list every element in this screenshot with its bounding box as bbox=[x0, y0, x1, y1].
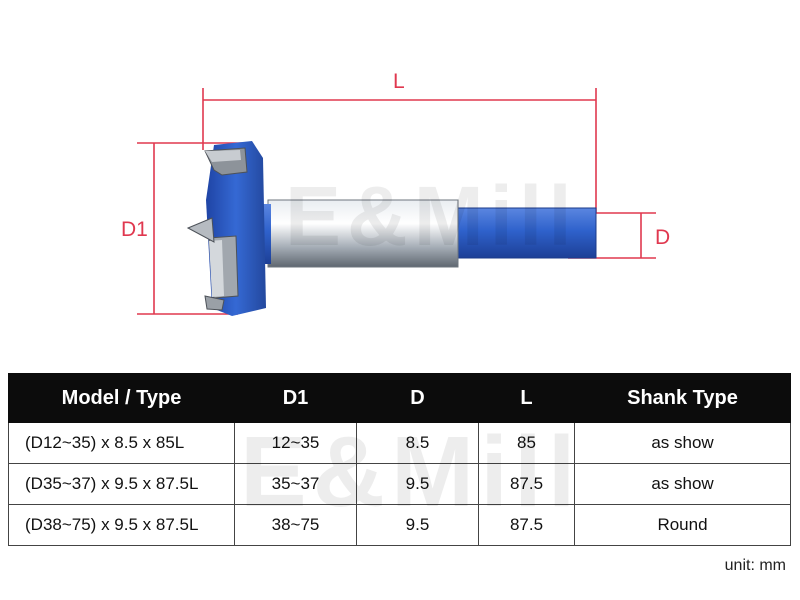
header-shank-type: Shank Type bbox=[574, 373, 791, 423]
table-row: (D35~37) x 9.5 x 87.5L 35~37 9.5 87.5 as… bbox=[8, 463, 791, 505]
cell-model: (D12~35) x 8.5 x 85L bbox=[8, 422, 235, 464]
label-L: L bbox=[393, 70, 405, 93]
spec-table: Model / Type D1 D L Shank Type (D12~35) … bbox=[8, 373, 791, 546]
label-D: D bbox=[655, 226, 671, 249]
dimension-D1 bbox=[137, 142, 252, 315]
table-row: (D38~75) x 9.5 x 87.5L 38~75 9.5 87.5 Ro… bbox=[8, 504, 791, 546]
cell-model: (D38~75) x 9.5 x 87.5L bbox=[8, 504, 235, 546]
cell-shank: as show bbox=[574, 463, 791, 505]
cutter-head bbox=[186, 141, 266, 316]
header-model-type: Model / Type bbox=[8, 373, 235, 423]
cell-d: 8.5 bbox=[356, 422, 479, 464]
header-l: L bbox=[478, 373, 575, 423]
shank-tail bbox=[451, 207, 597, 259]
table-header-row: Model / Type D1 D L Shank Type bbox=[8, 373, 791, 423]
cell-l: 87.5 bbox=[478, 504, 575, 546]
cell-model: (D35~37) x 9.5 x 87.5L bbox=[8, 463, 235, 505]
label-D1: D1 bbox=[121, 218, 148, 241]
cell-shank: as show bbox=[574, 422, 791, 464]
shank bbox=[267, 199, 459, 268]
cell-d1: 35~37 bbox=[234, 463, 357, 505]
cell-shank: Round bbox=[574, 504, 791, 546]
unit-note: unit: mm bbox=[724, 557, 786, 574]
cell-d: 9.5 bbox=[356, 504, 479, 546]
cell-d: 9.5 bbox=[356, 463, 479, 505]
table-row: (D12~35) x 8.5 x 85L 12~35 8.5 85 as sho… bbox=[8, 422, 791, 464]
drill-bit-diagram bbox=[137, 88, 656, 316]
cell-d1: 38~75 bbox=[234, 504, 357, 546]
dimension-L bbox=[202, 88, 597, 213]
cell-d1: 12~35 bbox=[234, 422, 357, 464]
cell-l: 87.5 bbox=[478, 463, 575, 505]
cell-l: 85 bbox=[478, 422, 575, 464]
header-d: D bbox=[356, 373, 479, 423]
header-d1: D1 bbox=[234, 373, 357, 423]
